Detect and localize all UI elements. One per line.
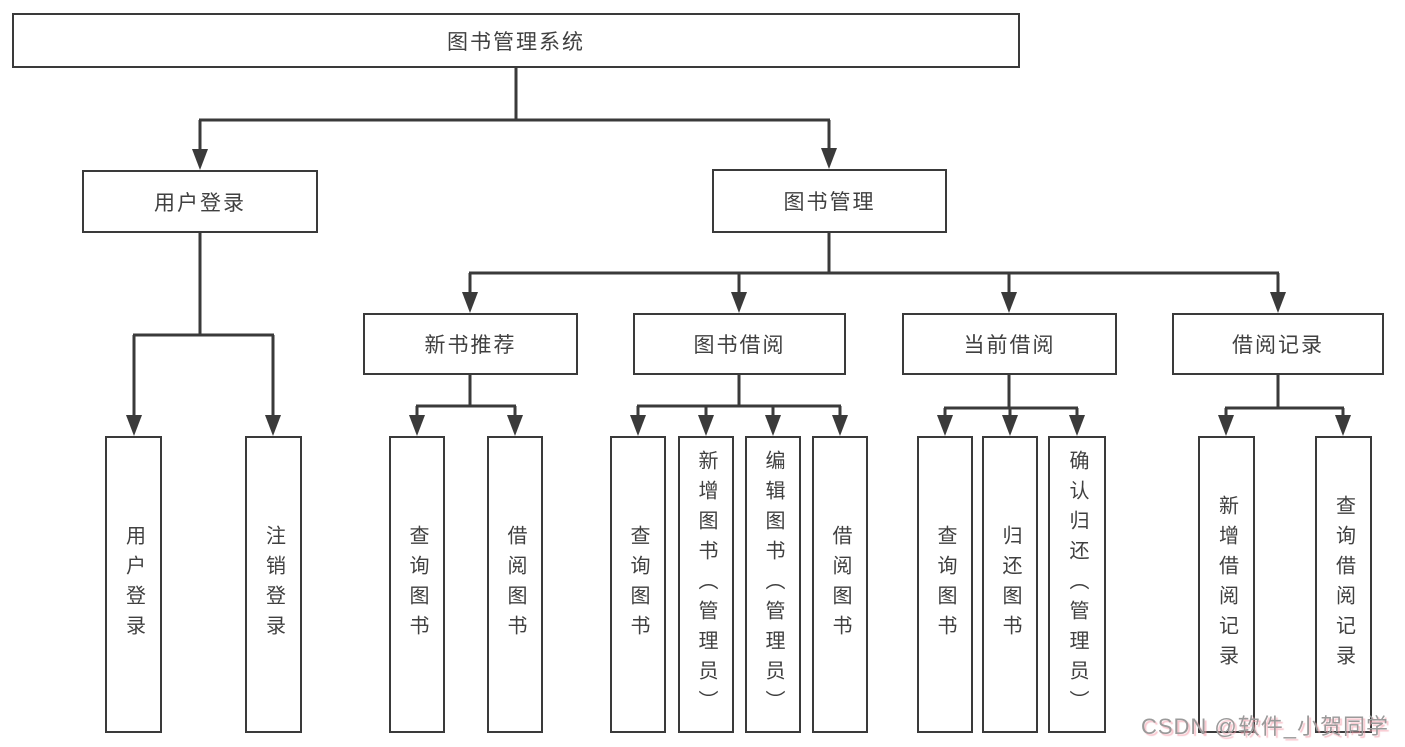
tree-edges (132, 68, 1345, 418)
node-borrowing-records: 借阅记录 (1172, 313, 1384, 375)
node-current-borrowing-label: 当前借阅 (963, 334, 1056, 357)
leaf-add-book-admin: 新增图书（管理员） (678, 436, 734, 733)
leaf-add-borrow-record-label: 新增借阅记录 (1215, 494, 1238, 675)
node-user-login-label: 用户登录 (154, 191, 246, 215)
leaf-query-borrow-record: 查询借阅记录 (1315, 436, 1372, 733)
node-book-borrowing-label: 图书借阅 (693, 334, 786, 357)
node-new-book-recommendation-label: 新书推荐 (424, 334, 517, 357)
leaf-user-login: 用户登录 (105, 436, 162, 733)
leaf-borrow-books-1: 借阅图书 (487, 436, 543, 733)
leaf-logout: 注销登录 (245, 436, 302, 733)
leaf-edit-book-admin-label: 编辑图书（管理员） (762, 449, 784, 720)
leaf-borrow-books-2-label: 借阅图书 (829, 524, 851, 645)
node-user-login: 用户登录 (82, 170, 318, 233)
leaf-borrow-books-2: 借阅图书 (812, 436, 868, 733)
node-book-management-label: 图书管理 (783, 191, 876, 214)
node-current-borrowing: 当前借阅 (902, 313, 1117, 375)
leaf-return-book-label: 归还图书 (999, 524, 1021, 645)
leaf-user-login-label: 用户登录 (122, 524, 145, 645)
node-book-borrowing: 图书借阅 (633, 313, 846, 375)
leaf-query-books-3: 查询图书 (917, 436, 973, 733)
leaf-confirm-return-admin-label: 确认归还（管理员） (1066, 449, 1088, 720)
leaf-edit-book-admin: 编辑图书（管理员） (745, 436, 801, 733)
leaf-query-books-2-label: 查询图书 (627, 524, 649, 645)
leaf-add-borrow-record: 新增借阅记录 (1198, 436, 1255, 733)
node-borrowing-records-label: 借阅记录 (1232, 334, 1324, 357)
leaf-query-books-1-label: 查询图书 (406, 524, 428, 645)
node-library-system-label: 图书管理系统 (447, 30, 585, 54)
arrowheads (126, 148, 1351, 436)
node-new-book-recommendation: 新书推荐 (363, 313, 578, 375)
leaf-borrow-books-1-label: 借阅图书 (504, 524, 526, 645)
leaf-confirm-return-admin: 确认归还（管理员） (1048, 436, 1106, 733)
leaf-return-book: 归还图书 (982, 436, 1038, 733)
node-library-system: 图书管理系统 (12, 13, 1020, 68)
leaf-logout-label: 注销登录 (262, 524, 285, 645)
leaf-query-borrow-record-label: 查询借阅记录 (1332, 494, 1355, 675)
leaf-query-books-3-label: 查询图书 (934, 524, 956, 645)
leaf-query-books-2: 查询图书 (610, 436, 666, 733)
leaf-query-books-1: 查询图书 (389, 436, 445, 733)
node-book-management: 图书管理 (712, 169, 947, 233)
csdn-watermark: CSDN @软件_小贺同学 (1140, 714, 1389, 739)
leaf-add-book-admin-label: 新增图书（管理员） (695, 449, 717, 720)
